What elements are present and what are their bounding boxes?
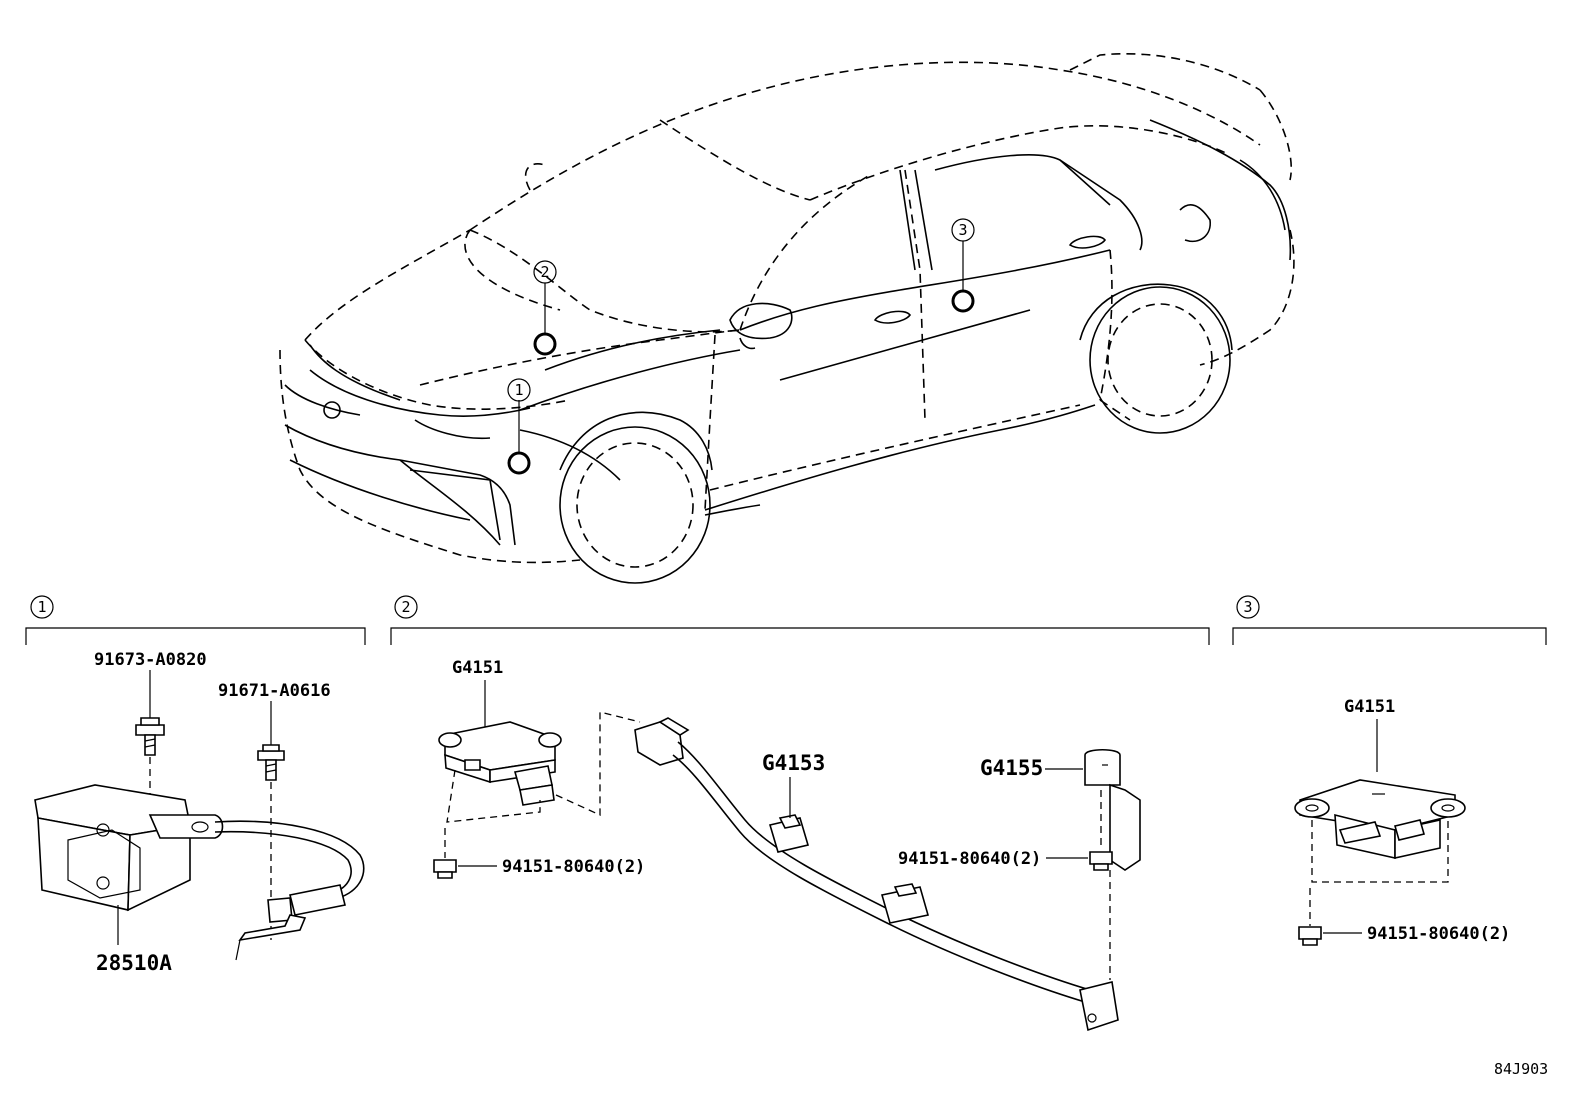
diagram-code: 84J903 — [1494, 1060, 1548, 1078]
callout-number-2: 2 — [540, 263, 549, 281]
callout-number-3: 3 — [958, 221, 967, 239]
part-number-label: G4153 — [762, 751, 825, 775]
bolt-icon[interactable] — [257, 744, 285, 781]
part-number-label: G4151 — [1344, 697, 1395, 717]
airbag-sensor-module[interactable] — [1294, 779, 1466, 859]
section-number: 1 — [37, 598, 46, 616]
section-header-3: 3 — [1232, 595, 1547, 645]
part-number-label: 94151-80640(2) — [898, 849, 1041, 869]
section-header-1: 1 — [25, 595, 366, 645]
height-control-sensor[interactable] — [34, 784, 365, 961]
callout-number-1: 1 — [514, 381, 523, 399]
part-number-label: 94151-80640(2) — [1367, 924, 1510, 944]
part-number-label: G4155 — [980, 756, 1043, 780]
bolt-icon[interactable] — [135, 717, 165, 756]
nut-icon[interactable] — [1089, 851, 1113, 871]
part-number-label: 91673-A0820 — [94, 650, 207, 670]
location-marker-2[interactable]: 2 — [533, 260, 557, 356]
section-3-parts: G4151 94151-80640(2) — [1294, 697, 1510, 946]
part-number-label: G4151 — [452, 658, 503, 678]
section-2-parts: G4151 94151-80640(2) — [433, 658, 1141, 1032]
section-number: 2 — [401, 598, 410, 616]
part-number-label: 94151-80640(2) — [502, 857, 645, 877]
airbag-sensor-module[interactable] — [438, 721, 562, 806]
nut-icon[interactable] — [433, 859, 457, 879]
vehicle-illustration — [279, 52, 1295, 584]
wire-harness[interactable] — [634, 717, 1119, 1032]
nut-icon[interactable] — [1298, 926, 1322, 946]
part-number-label: 91671-A0616 — [218, 681, 331, 701]
section-number: 3 — [1243, 598, 1252, 616]
part-number-label: 28510A — [96, 951, 172, 975]
location-marker-3[interactable]: 3 — [951, 218, 975, 313]
location-marker-1[interactable]: 1 — [507, 378, 531, 475]
wire-harness-clip[interactable] — [1084, 748, 1141, 871]
section-header-2: 2 — [390, 595, 1210, 645]
section-1-parts: 91673-A0820 91671-A0616 — [34, 650, 365, 975]
